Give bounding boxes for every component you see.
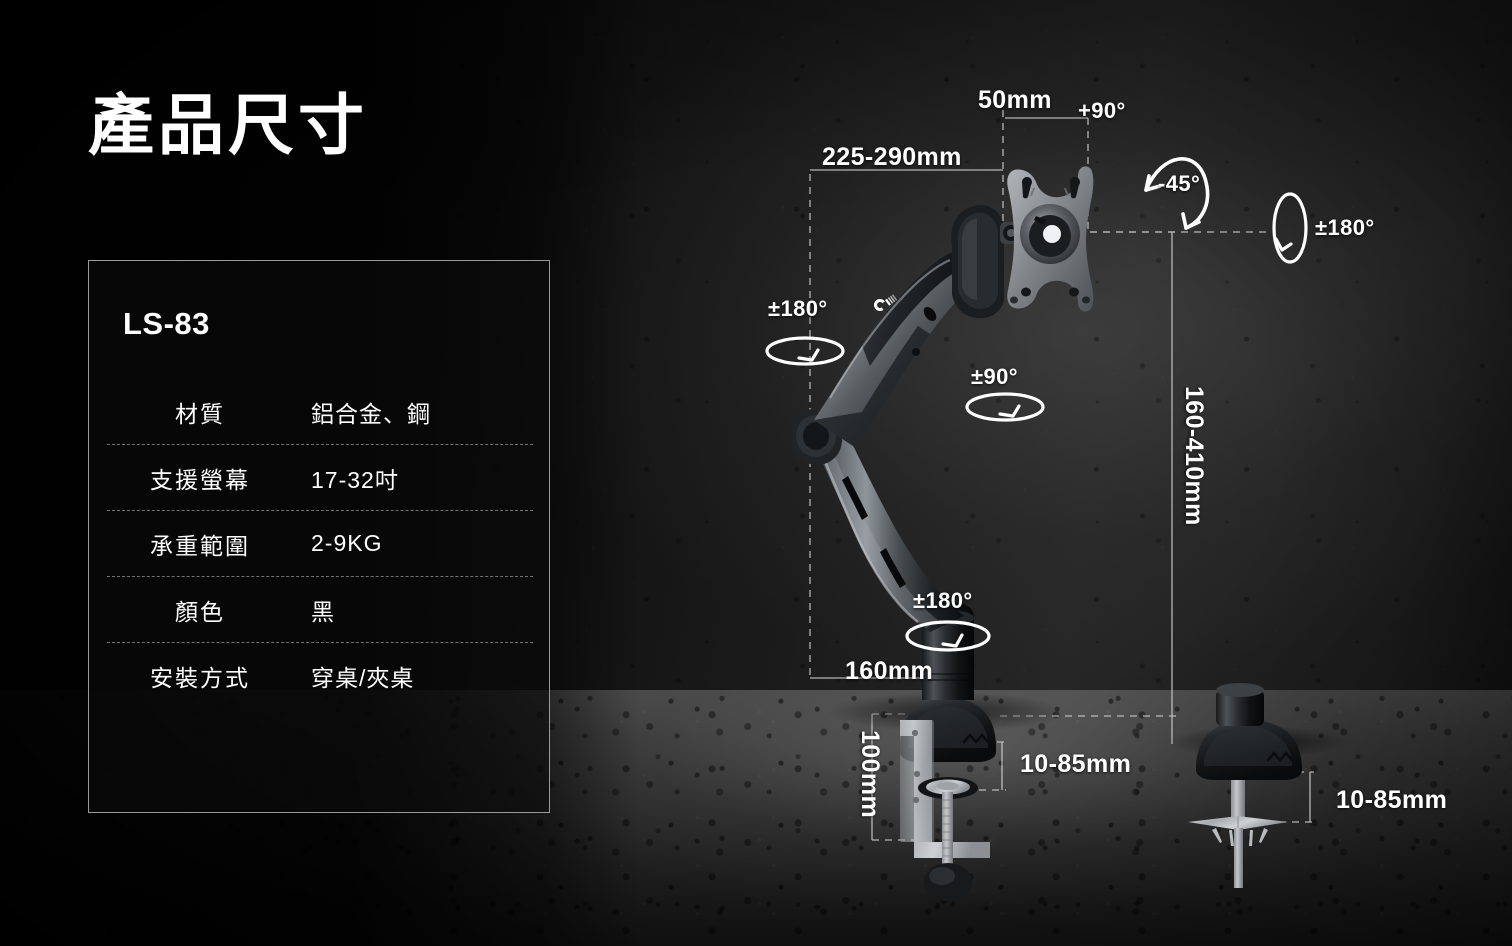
table-row: 支援螢幕 17-32吋 [107,445,533,511]
spec-value: 鋁合金、鋼 [311,400,431,427]
spec-table: 材質 鋁合金、鋼 支援螢幕 17-32吋 承重範圍 2-9KG 顏色 黑 安裝方… [107,379,533,709]
table-row: 顏色 黑 [107,577,533,643]
rotation-label-vesa-swivel: ±90° [971,364,1018,389]
table-row: 安裝方式 穿桌/夾桌 [107,643,533,709]
spec-key: 支援螢幕 [150,466,250,493]
spec-key: 安裝方式 [150,665,250,691]
table-row: 承重範圍 2-9KG [107,511,533,577]
brand-logo-icon [874,294,898,311]
spec-value: 穿桌/夾桌 [311,665,415,691]
model-name: LS-83 [123,306,210,341]
rotation-label-tilt-up: +90° [1078,98,1126,123]
spec-value: 黑 [311,598,335,625]
table-row: 材質 鋁合金、鋼 [107,379,533,445]
spec-card: LS-83 材質 鋁合金、鋼 支援螢幕 17-32吋 承重範圍 2-9KG 顏色… [88,260,550,813]
spec-key: 材質 [175,400,225,427]
dimension-label-base-offset: 160mm [845,657,934,685]
spec-value: 2-9KG [311,530,383,556]
spec-key: 承重範圍 [150,532,250,559]
rotation-label-tilt-down: -45° [1158,171,1201,196]
dimension-label-height-range: 160-410mm [1180,386,1208,526]
spec-key: 顏色 [175,598,225,625]
rotation-label-base-swivel: ±180° [913,588,973,613]
spec-value: 17-32吋 [311,466,399,493]
page-title: 產品尺寸 [88,88,368,162]
dimension-label-arm-reach: 225-290mm [822,143,962,171]
dimension-label-vesa-width: 50mm [978,86,1052,114]
dimension-label-grommet-thickness: 10-85mm [1336,786,1448,814]
rotation-label-screen-rotation: ±180° [1315,215,1375,240]
vesa-plate [1007,166,1094,312]
dimension-label-clamp-depth: 100mm [856,730,884,819]
rotation-label-upper-arm-swivel: ±180° [768,296,828,321]
dimension-label-clamp-thickness: 10-85mm [1020,750,1132,778]
